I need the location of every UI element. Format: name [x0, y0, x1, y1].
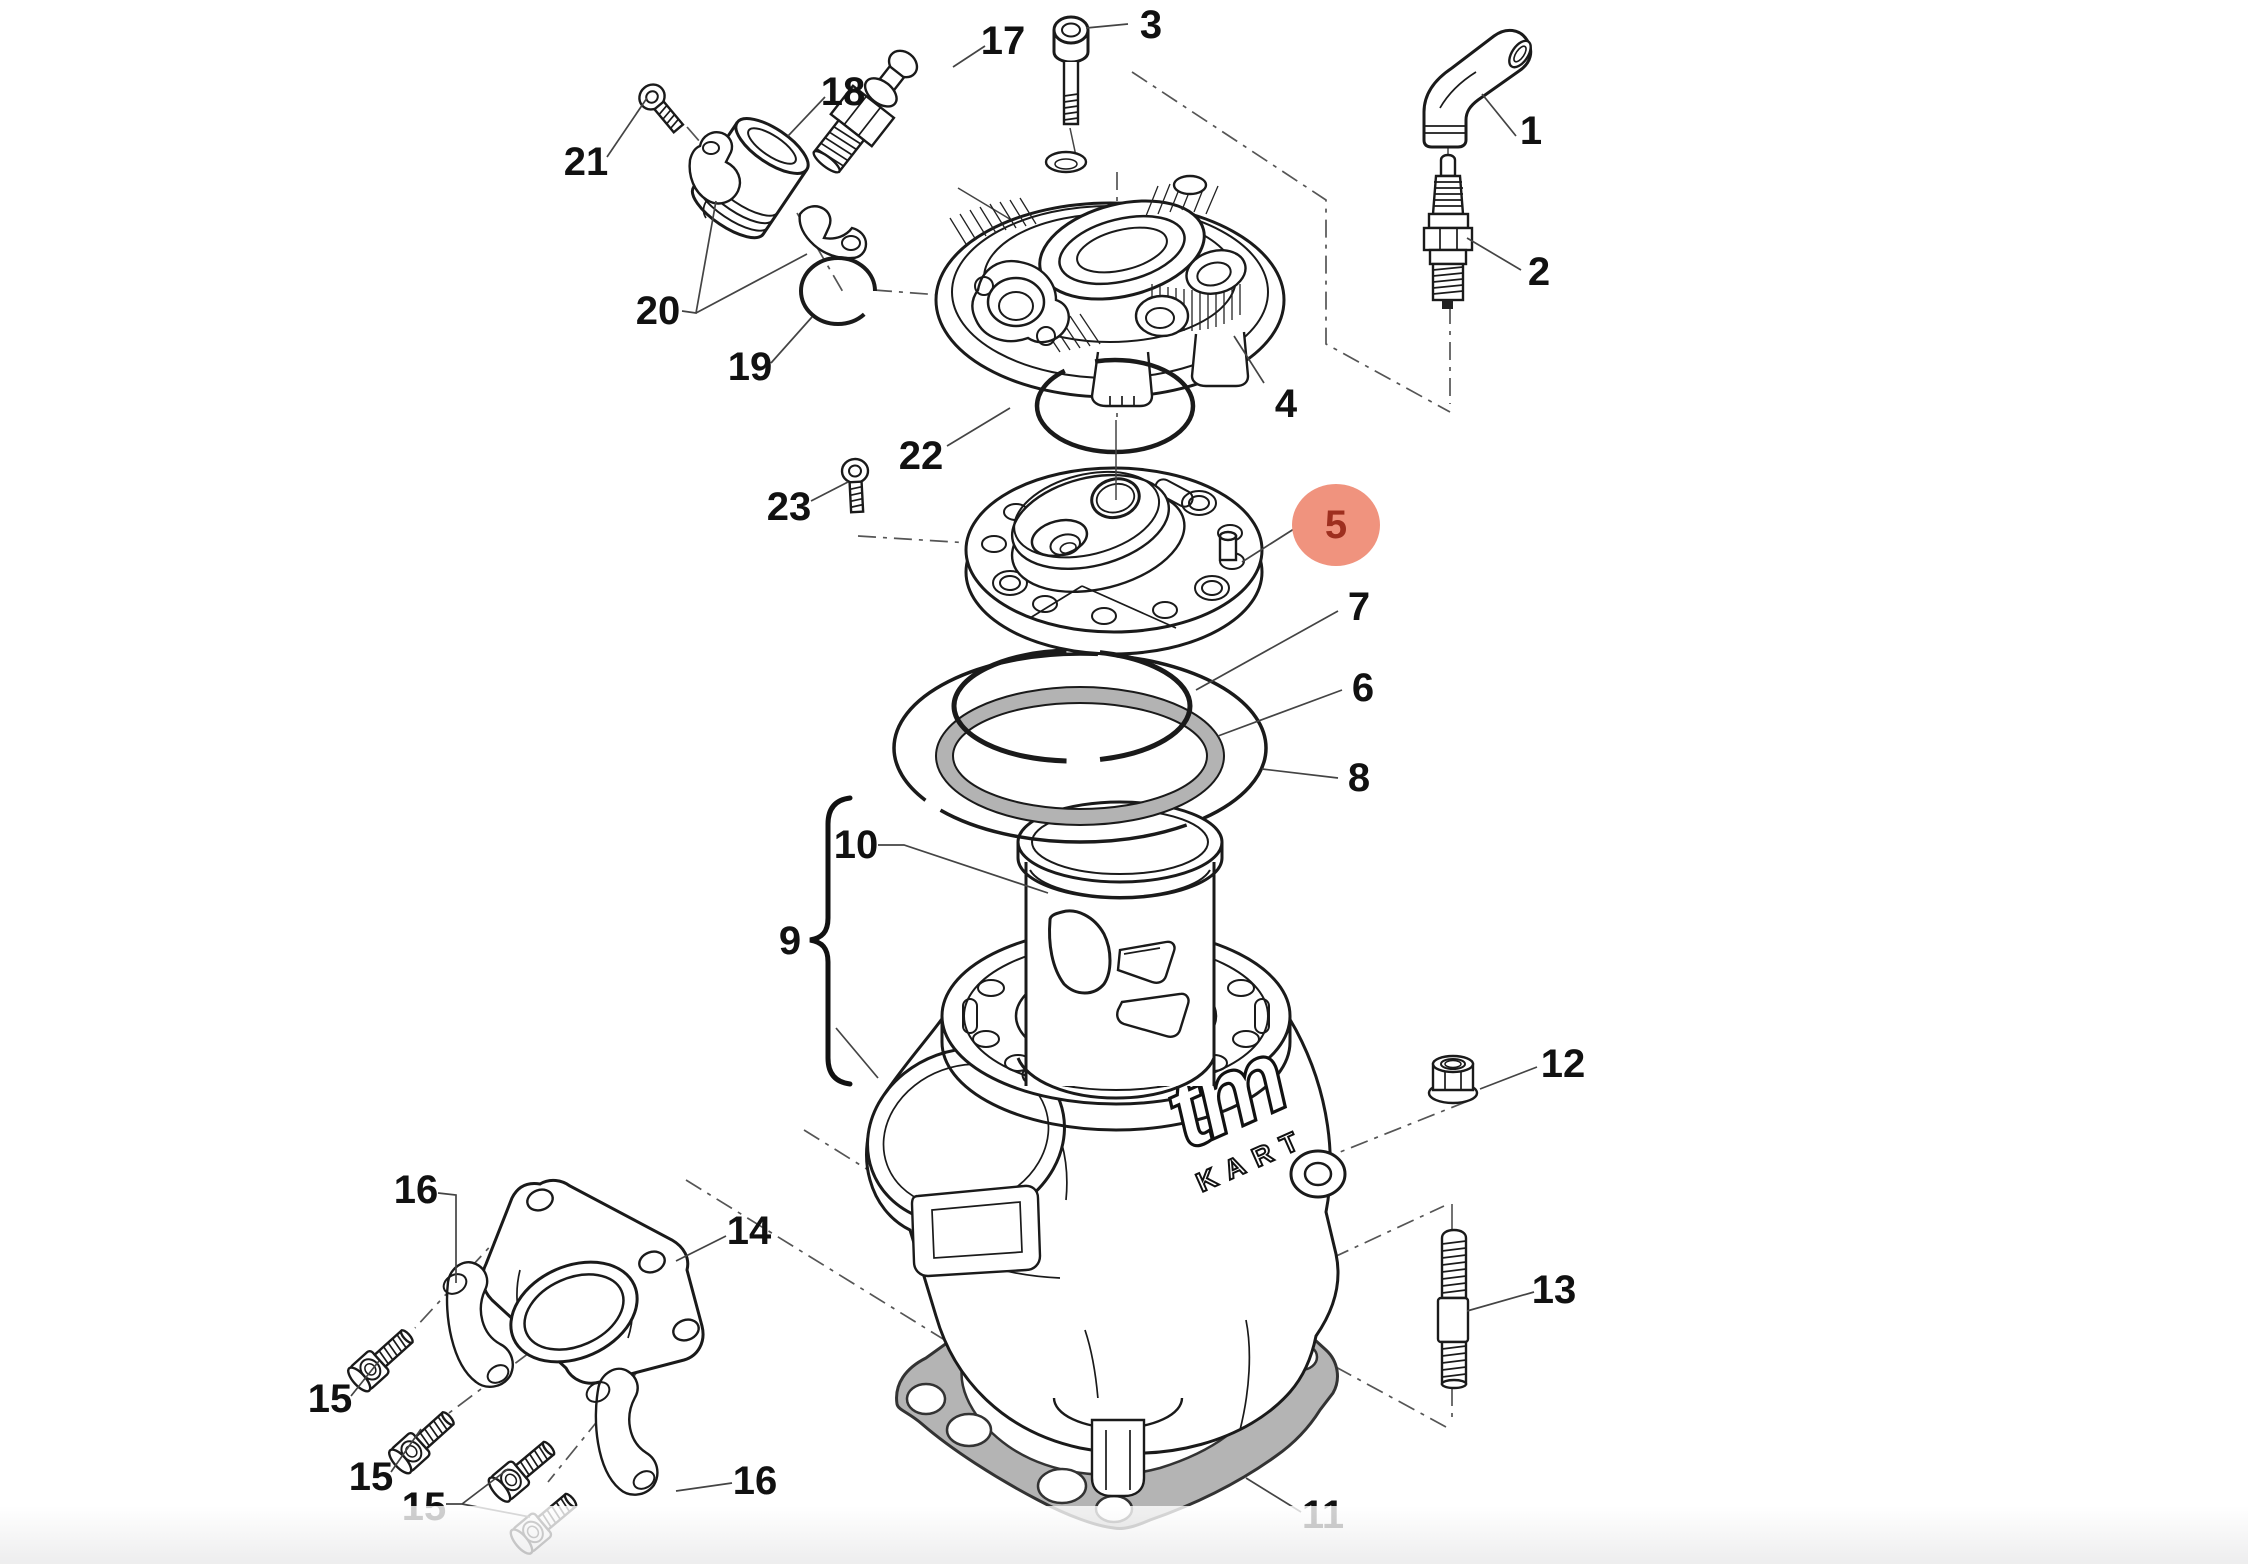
callout-19[interactable]: 19 — [728, 345, 773, 389]
spark-plug-electrode — [1442, 300, 1453, 309]
part-20-clamp-drawing — [688, 131, 742, 219]
part-6-seal-ring-drawing — [935, 686, 1225, 826]
part-10-cylinder-sleeve-drawing — [1016, 800, 1224, 1100]
part-16-bracket-drawing — [585, 1366, 666, 1498]
callout-8[interactable]: 8 — [1348, 756, 1370, 800]
callout-17[interactable]: 17 — [981, 19, 1026, 63]
brace-pointer-line — [835, 1027, 879, 1079]
part-5-head-insert-drawing — [964, 466, 1264, 656]
gasket-hole — [945, 1412, 993, 1448]
stud-boss-ear — [1289, 1149, 1347, 1199]
part-15-bolt-drawing — [384, 1404, 462, 1478]
callout-4[interactable]: 4 — [1275, 382, 1298, 426]
part-22-o-ring-drawing — [1034, 357, 1196, 455]
part-4-cylinder-head-drawing — [934, 150, 1286, 408]
callout-12[interactable]: 12 — [1541, 1042, 1586, 1086]
sleeve-port-window — [1116, 992, 1190, 1038]
callout-5-highlighted[interactable]: 5 — [1325, 503, 1347, 547]
callout-16a[interactable]: 16 — [394, 1168, 439, 1212]
callout-18[interactable]: 18 — [821, 70, 866, 114]
part-13-stud-drawing — [1436, 1228, 1470, 1390]
part-12-flange-nut-drawing — [1427, 1054, 1479, 1105]
part-7-o-ring-drawing — [951, 648, 1193, 764]
callout-3[interactable]: 3 — [1140, 3, 1162, 47]
spark-plug-boss — [971, 259, 1070, 344]
part-20-clamp-drawing — [798, 205, 868, 260]
part-1-spark-plug-cap-drawing — [1422, 28, 1533, 149]
part-16-bracket-drawing — [442, 1261, 514, 1389]
callout-22[interactable]: 22 — [899, 434, 944, 478]
callout-1[interactable]: 1 — [1520, 109, 1542, 153]
callout-6[interactable]: 6 — [1352, 666, 1374, 710]
part-15-bolt-drawing — [343, 1322, 421, 1396]
gasket-hole — [1036, 1467, 1088, 1505]
part-9-group-brace — [809, 795, 853, 1087]
part-8-outer-ring-drawing — [892, 652, 1268, 844]
part-15-bolt-drawing — [484, 1433, 562, 1507]
part-19-circlip-drawing — [799, 256, 877, 326]
part-21-bolt-drawing — [633, 78, 690, 138]
callout-13[interactable]: 13 — [1532, 1268, 1577, 1312]
part-17-fitting-drawing — [812, 49, 919, 174]
callout-2[interactable]: 2 — [1528, 250, 1550, 294]
callout-14[interactable]: 14 — [727, 1209, 772, 1253]
callout-16b[interactable]: 16 — [733, 1459, 778, 1503]
part-2-spark-plug-drawing — [1422, 153, 1474, 309]
insert-dowel-pin — [1218, 530, 1238, 562]
callout-20[interactable]: 20 — [636, 289, 681, 333]
callout-10[interactable]: 10 — [834, 823, 879, 867]
callout-15b[interactable]: 15 — [349, 1455, 394, 1499]
callout-15a[interactable]: 15 — [308, 1377, 353, 1421]
callout-21[interactable]: 21 — [564, 140, 609, 184]
part-3-head-bolt-drawing — [1052, 15, 1090, 126]
callout-9[interactable]: 9 — [779, 919, 801, 963]
insert-center-boss — [1010, 470, 1186, 594]
callout-23[interactable]: 23 — [767, 485, 812, 529]
sleeve-port-window — [1048, 909, 1112, 995]
page-bottom-shade — [0, 1506, 2248, 1564]
part-14-exhaust-flange-drawing — [481, 1178, 705, 1385]
part-23-bolt-drawing — [840, 457, 872, 514]
callout-5-highlight[interactable] — [1292, 484, 1380, 566]
gasket-hole — [905, 1382, 947, 1416]
callout-7[interactable]: 7 — [1348, 585, 1370, 629]
